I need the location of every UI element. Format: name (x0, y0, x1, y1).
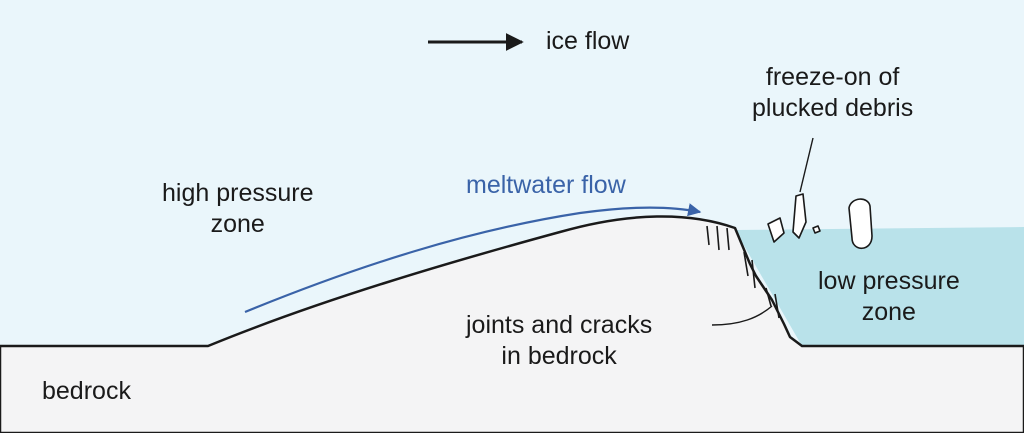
high-pressure-label: high pressure zone (162, 178, 313, 240)
debris-block-4 (848, 198, 873, 250)
low-pressure-label-line-2: zone (861, 298, 916, 326)
freeze-on-leader (799, 137, 814, 193)
freeze-on-label-line-2: plucked debris (752, 94, 914, 122)
bedrock-label: bedrock (42, 377, 131, 405)
ice-flow-label: ice flow (546, 27, 630, 55)
high-pressure-label-line-1: high pressure (162, 179, 314, 207)
debris-block-1 (767, 217, 785, 243)
joints-label-line-1: joints and cracks (466, 311, 653, 339)
low-pressure-label-line-1: low pressure (818, 267, 960, 295)
bedrock-joints (706, 225, 780, 319)
freeze-on-label: freeze-on of plucked debris (752, 62, 913, 124)
bedrock-body (0, 215, 1024, 433)
joints-label: joints and cracks in bedrock (466, 310, 652, 372)
high-pressure-label-line-2: zone (210, 210, 265, 238)
plucked-debris (767, 193, 873, 250)
freeze-on-label-line-1: freeze-on of (765, 63, 900, 91)
joints-leader (711, 305, 773, 326)
debris-block-2 (792, 193, 807, 239)
joints-label-line-2: in bedrock (501, 342, 617, 370)
debris-block-3 (812, 225, 821, 234)
meltwater-flow-label: meltwater flow (466, 171, 626, 199)
low-pressure-cavity (735, 227, 1024, 346)
meltwater-flow-arrow (244, 203, 702, 314)
low-pressure-label: low pressure zone (818, 266, 960, 328)
